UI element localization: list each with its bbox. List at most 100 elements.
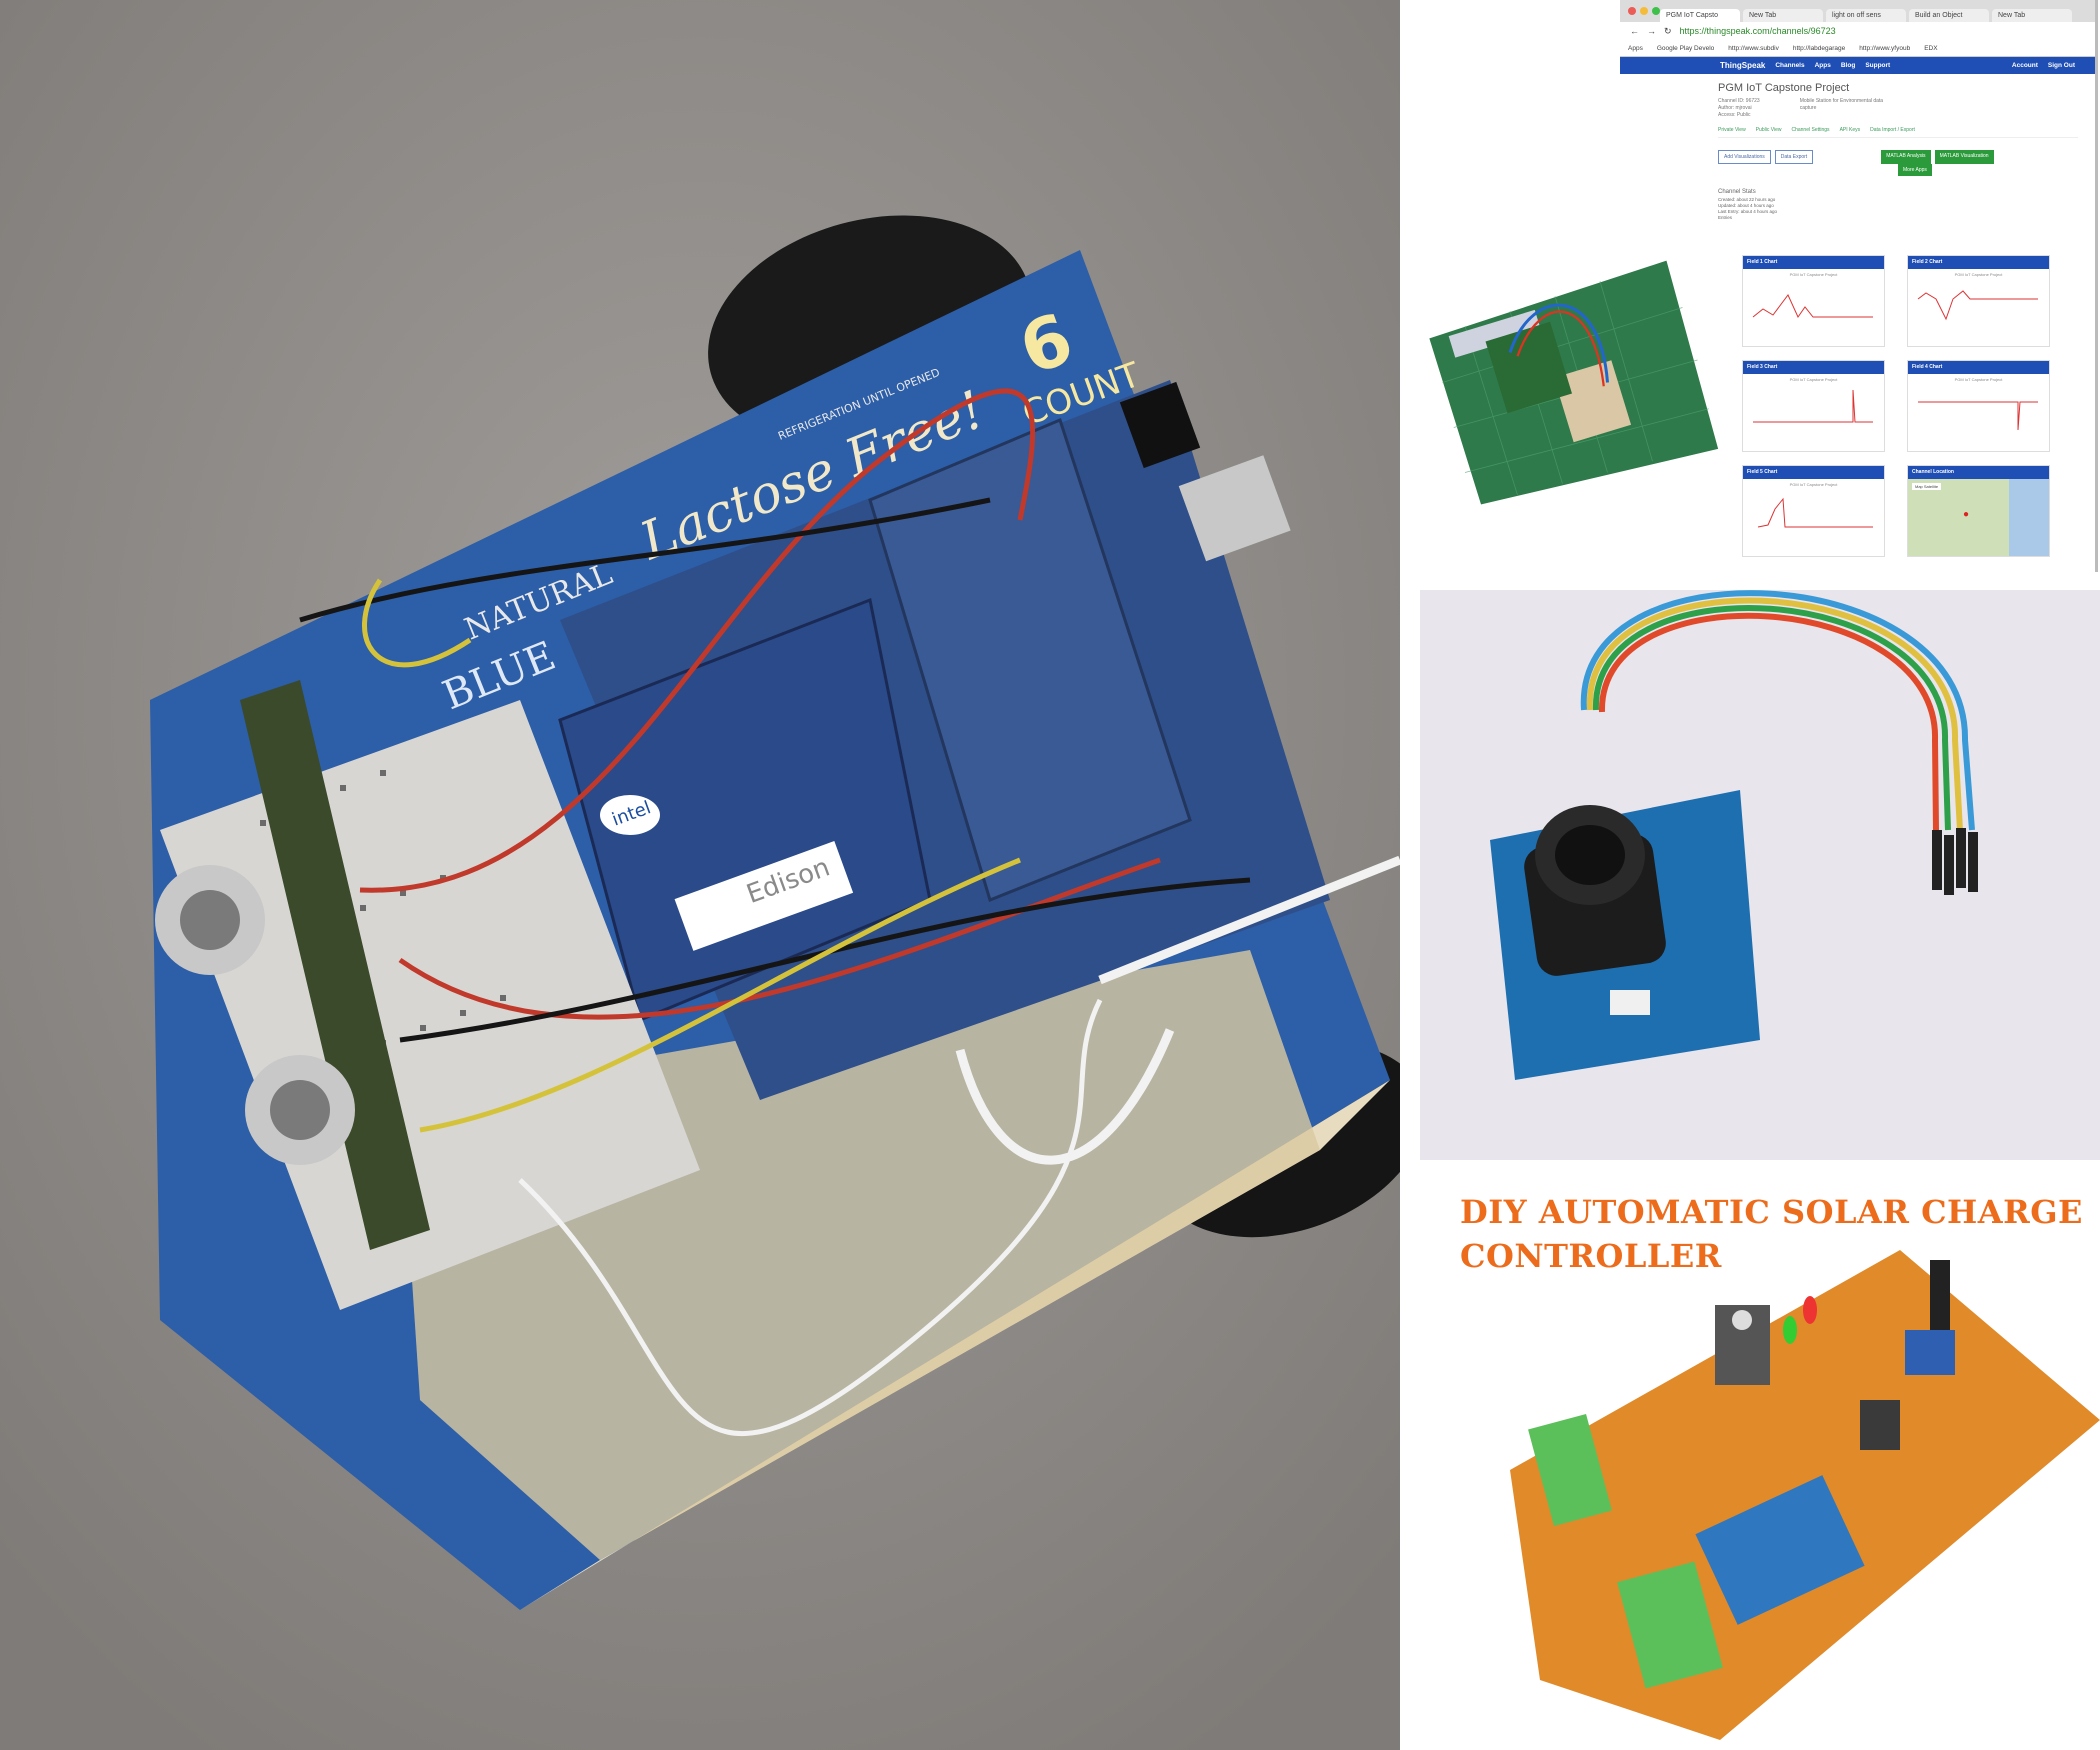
meta-value: mjrovai xyxy=(1735,105,1752,111)
map-pin-icon: ● xyxy=(1963,509,1970,520)
address-bar[interactable]: ← → ↻ https://thingspeak.com/channels/96… xyxy=(1620,22,2095,40)
more-apps-button[interactable]: More Apps xyxy=(1898,164,1932,176)
chart-title: Field 5 Chart xyxy=(1743,466,1884,479)
bookmark[interactable]: http://labdegarage xyxy=(1792,44,1846,52)
usb-port xyxy=(1178,455,1291,562)
channel-content: PGM IoT Capstone Project Channel ID: 967… xyxy=(1718,82,2078,221)
tab-channel-settings[interactable]: Channel Settings xyxy=(1791,127,1830,133)
bookmark[interactable]: EDX xyxy=(1924,44,1938,52)
sensor-board xyxy=(240,680,430,1250)
regulator-hole xyxy=(1732,1310,1752,1330)
relay xyxy=(1695,1475,1865,1625)
potentiometer-knob xyxy=(1930,1260,1950,1350)
jumper-wires xyxy=(299,388,1400,1436)
meta-label: Access: xyxy=(1718,112,1736,118)
browser-tab[interactable]: PGM IoT Capsto xyxy=(1660,9,1740,22)
thingspeak-logo[interactable]: ThingSpeak xyxy=(1720,61,1766,70)
edison-label xyxy=(674,841,854,951)
chart-line xyxy=(1752,294,1873,319)
camera-module-illustration xyxy=(1490,590,1978,1080)
camera-module-photo xyxy=(1420,590,2100,1160)
solar-title: DIY AUTOMATIC SOLAR CHARGE CONTROLLER xyxy=(1460,1190,2083,1278)
pcb-illustration xyxy=(1510,1250,2100,1740)
maximize-window-icon[interactable] xyxy=(1652,7,1660,15)
meta-label: Channel ID: xyxy=(1718,98,1745,104)
chart-line xyxy=(1917,290,2038,321)
chart-title: Field 3 Chart xyxy=(1743,361,1884,374)
mini-breadboard xyxy=(1553,360,1632,443)
matlab-visualization-button[interactable]: MATLAB Visualization xyxy=(1934,150,1994,164)
nav-signout[interactable]: Sign Out xyxy=(2047,62,2075,69)
dupont-connectors xyxy=(1932,828,1978,895)
cutting-mat-photo xyxy=(1425,256,1722,509)
screw-terminal xyxy=(1617,1561,1723,1689)
ultrasonic-sensor-mesh xyxy=(270,1080,330,1140)
meta-value: 96723 xyxy=(1745,98,1760,104)
browser-tab[interactable]: light on off sens xyxy=(1826,9,1906,22)
channel-meta: Channel ID: 96723 Author: mjrovai Access… xyxy=(1718,98,2078,119)
bookmark[interactable]: Google Play Develo xyxy=(1656,44,1715,52)
robot-car-illustration: intel Edison Lactose Free! NATURAL BLUE … xyxy=(0,0,1400,1750)
tab-public-view[interactable]: Public View xyxy=(1755,127,1782,133)
stat-line: Created: about 22 hours ago xyxy=(1718,197,1776,202)
bookmarks-bar: Apps Google Play Develo http://www.subdi… xyxy=(1620,40,2095,57)
nav-item[interactable]: Support xyxy=(1865,62,1891,69)
channel-stats: Channel Stats Created: about 22 hours ag… xyxy=(1718,189,2078,221)
green-led xyxy=(1783,1316,1797,1344)
reload-icon[interactable]: ↻ xyxy=(1664,25,1672,36)
chart-subtitle: PGM IoT Capstone Project xyxy=(1954,377,2003,382)
nav-account[interactable]: Account xyxy=(2011,62,2038,69)
trimmer xyxy=(1905,1330,1955,1375)
bookmark[interactable]: http://www.subdiv xyxy=(1728,44,1779,52)
map-type-toggle[interactable]: Map Satellite xyxy=(1912,483,1942,490)
tab-api-keys[interactable]: API Keys xyxy=(1839,127,1861,133)
chart-title: Field 2 Chart xyxy=(1908,256,2049,269)
forward-arrow-icon[interactable]: → xyxy=(1647,26,1656,36)
nav-item[interactable]: Apps xyxy=(1814,62,1831,69)
browser-tab[interactable]: Build an Object xyxy=(1909,9,1989,22)
chart-subtitle: PGM IoT Capstone Project xyxy=(1789,482,1838,487)
minimize-window-icon[interactable] xyxy=(1640,7,1648,15)
bookmark[interactable]: http://www.yfyoub xyxy=(1859,44,1911,52)
chart-title: Field 1 Chart xyxy=(1743,256,1884,269)
chart-line xyxy=(1753,389,1873,423)
ribbon-cable xyxy=(1448,309,1542,358)
nav-item[interactable]: Blog xyxy=(1840,62,1856,69)
meta-label: Author: xyxy=(1718,105,1735,111)
browser-tab[interactable]: New Tab xyxy=(1743,9,1823,22)
stats-title: Channel Stats xyxy=(1718,189,1756,195)
stat-line: Entries xyxy=(1718,215,1733,220)
tab-data-import-export[interactable]: Data Import / Export xyxy=(1870,127,1915,133)
robot-car-photo: intel Edison Lactose Free! NATURAL BLUE … xyxy=(0,0,1400,1750)
bookmark[interactable]: Apps xyxy=(1628,44,1643,52)
thingspeak-screenshot-photo: PGM IoT Capsto New Tab light on off sens… xyxy=(1420,0,2100,572)
nav-item[interactable]: Channels xyxy=(1775,62,1805,69)
tab-bar: PGM IoT Capsto New Tab light on off sens… xyxy=(1620,0,2095,22)
jumper-wire-green xyxy=(1592,604,1951,831)
back-arrow-icon[interactable]: ← xyxy=(1630,26,1639,36)
ic-chip xyxy=(1860,1400,1900,1450)
lens-glass xyxy=(1555,825,1625,885)
chart-title: Field 4 Chart xyxy=(1908,361,2049,374)
close-window-icon[interactable] xyxy=(1628,7,1636,15)
browser-tab[interactable]: New Tab xyxy=(1992,9,2072,22)
map[interactable]: Map Satellite ● xyxy=(1908,479,2049,556)
jumper-wire-red xyxy=(1598,612,1939,831)
tab-private-view[interactable]: Private View xyxy=(1718,127,1746,133)
url-text[interactable]: https://thingspeak.com/channels/96723 xyxy=(1679,26,1836,36)
raspberry-pi xyxy=(1485,321,1572,414)
data-export-button[interactable]: Data Export xyxy=(1774,150,1814,164)
add-visualizations-button[interactable]: Add Visualizations xyxy=(1718,150,1771,164)
view-tabs: Private View Public View Channel Setting… xyxy=(1718,127,2078,138)
matlab-analysis-button[interactable]: MATLAB Analysis xyxy=(1881,150,1931,164)
chart-subtitle: PGM IoT Capstone Project xyxy=(1789,272,1838,277)
channel-description: Mobile Station for Environmental data ca… xyxy=(1799,98,1884,111)
jumper-wire-blue xyxy=(1580,590,1975,831)
screw-terminal xyxy=(1528,1413,1612,1527)
